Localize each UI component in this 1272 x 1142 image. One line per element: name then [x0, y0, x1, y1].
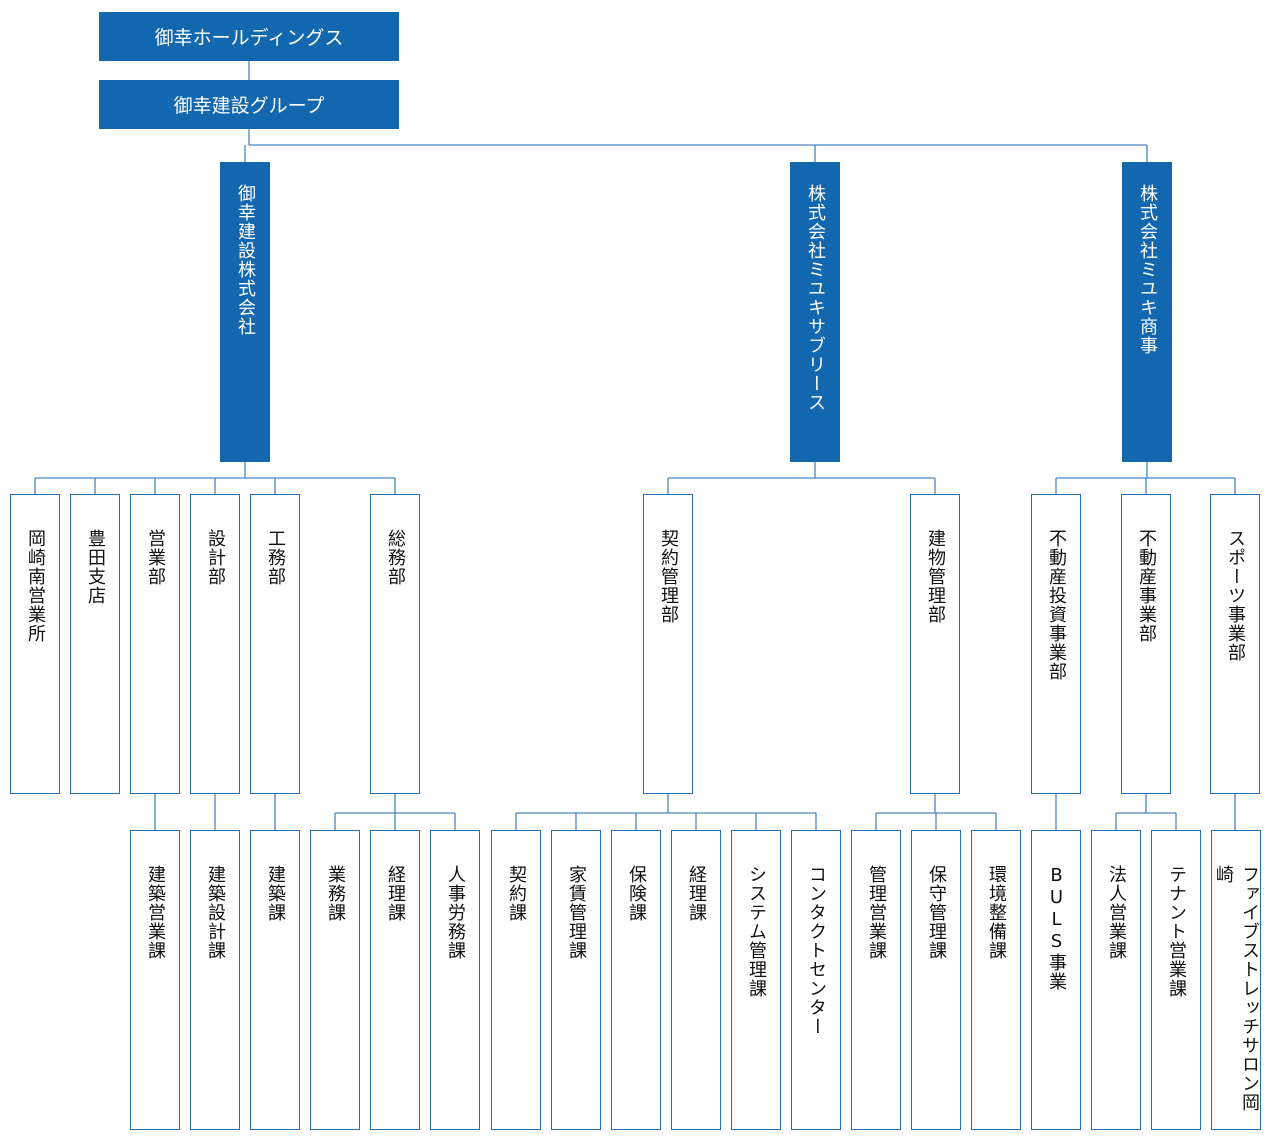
- section-box: システム管理課: [731, 830, 781, 1130]
- section-box: 法人営業課: [1091, 830, 1141, 1130]
- section-name: 保険課: [626, 865, 647, 922]
- section-box: 家賃管理課: [551, 830, 601, 1130]
- department-box: 総務部: [370, 494, 420, 794]
- section-name: 環境整備課: [986, 865, 1007, 960]
- section-box: 保守管理課: [911, 830, 961, 1130]
- department-name: 豊田支店: [85, 529, 106, 605]
- group-box: 御幸建設グループ: [99, 80, 399, 129]
- section-name: ファイブストレッチサロン岡崎: [1213, 865, 1260, 1112]
- department-box: 営業部: [130, 494, 180, 794]
- department-name: 岡崎南営業所: [25, 529, 46, 643]
- department-box: 不動産投資事業部: [1031, 494, 1081, 794]
- section-box: 業務課: [310, 830, 360, 1130]
- company-name: 株式会社ミユキ商事: [1137, 184, 1158, 355]
- department-name: 不動産事業部: [1136, 529, 1157, 643]
- section-box: 保険課: [611, 830, 661, 1130]
- section-box: 経理課: [671, 830, 721, 1130]
- department-name: 契約管理部: [658, 529, 679, 624]
- section-box: 建築設計課: [190, 830, 240, 1130]
- holding-box: 御幸ホールディングス: [99, 12, 399, 61]
- section-name: 人事労務課: [445, 865, 466, 960]
- section-name: 法人営業課: [1106, 865, 1127, 960]
- department-name: 不動産投資事業部: [1046, 529, 1067, 681]
- section-name: 管理営業課: [866, 865, 887, 960]
- department-box: 契約管理部: [643, 494, 693, 794]
- section-box: ファイブストレッチサロン岡崎: [1211, 830, 1261, 1130]
- company-box-miyuki-shoji: 株式会社ミユキ商事: [1122, 162, 1172, 462]
- department-box: スポーツ事業部: [1210, 494, 1260, 794]
- section-name: コンタクトセンター: [806, 865, 827, 1036]
- company-box-miyuki-kensetsu: 御幸建設株式会社: [220, 162, 270, 462]
- department-name: 設計部: [205, 529, 226, 586]
- section-name: 保守管理課: [926, 865, 947, 960]
- section-name: 建築課: [265, 865, 286, 922]
- section-name: 業務課: [325, 865, 346, 922]
- section-box: 建築営業課: [130, 830, 180, 1130]
- section-name: BULS事業: [1046, 865, 1067, 991]
- section-name: 契約課: [506, 865, 527, 922]
- company-box-miyuki-sublease: 株式会社ミユキサブリース: [790, 162, 840, 462]
- group-name: 御幸建設グループ: [173, 95, 325, 117]
- section-box: テナント営業課: [1151, 830, 1201, 1130]
- section-box: 管理営業課: [851, 830, 901, 1130]
- department-name: 建物管理部: [925, 529, 946, 624]
- department-name: 営業部: [145, 529, 166, 586]
- section-name: システム管理課: [746, 865, 767, 998]
- department-name: 工務部: [265, 529, 286, 586]
- section-box: 環境整備課: [971, 830, 1021, 1130]
- section-box: コンタクトセンター: [791, 830, 841, 1130]
- section-name: 家賃管理課: [566, 865, 587, 960]
- section-name: テナント営業課: [1166, 865, 1187, 998]
- company-name: 株式会社ミユキサブリース: [805, 184, 826, 412]
- section-name: 建築設計課: [205, 865, 226, 960]
- department-name: 総務部: [385, 529, 406, 586]
- section-name: 経理課: [686, 865, 707, 922]
- company-name: 御幸建設株式会社: [235, 184, 256, 336]
- section-box: BULS事業: [1031, 830, 1081, 1130]
- department-name: スポーツ事業部: [1225, 529, 1246, 662]
- department-box: 工務部: [250, 494, 300, 794]
- holding-name: 御幸ホールディングス: [154, 27, 344, 49]
- section-box: 建築課: [250, 830, 300, 1130]
- department-box: 豊田支店: [70, 494, 120, 794]
- section-box: 契約課: [491, 830, 541, 1130]
- department-box: 不動産事業部: [1121, 494, 1171, 794]
- section-box: 人事労務課: [430, 830, 480, 1130]
- department-box: 建物管理部: [910, 494, 960, 794]
- department-box: 設計部: [190, 494, 240, 794]
- section-box: 経理課: [370, 830, 420, 1130]
- section-name: 建築営業課: [145, 865, 166, 960]
- department-box: 岡崎南営業所: [10, 494, 60, 794]
- section-name: 経理課: [385, 865, 406, 922]
